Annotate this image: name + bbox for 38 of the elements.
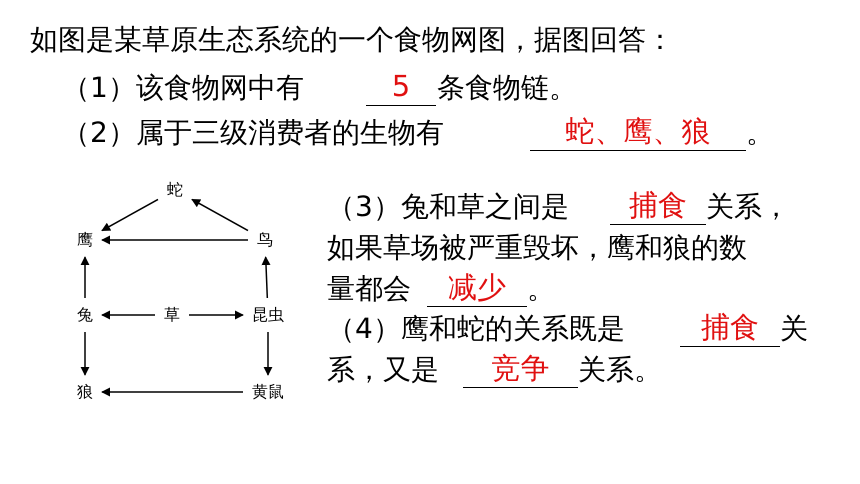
organism-label: 兔 [74, 305, 96, 325]
organism-label: 鸟 [254, 230, 276, 250]
question-text: 。 [527, 272, 555, 306]
answer-blank: 蛇、鹰、狼 [530, 116, 746, 151]
question-text: 量都会 [327, 272, 411, 306]
arrow [189, 310, 244, 320]
organism-label: 鹰 [74, 230, 96, 250]
organism-label: 狼 [74, 382, 96, 402]
question-text: 关系， [706, 190, 790, 224]
answer-blank: 5 [366, 71, 436, 106]
question-text: 条食物链。 [437, 71, 577, 105]
question-text: 系，又是 [327, 353, 439, 387]
arrow [101, 236, 248, 244]
organism-label: 蛇 [164, 180, 186, 200]
arrow [80, 332, 90, 376]
arrow [101, 388, 243, 396]
arrow [191, 198, 248, 232]
arrow [101, 198, 158, 232]
question-text: （2）属于三级消费者的生物有 [62, 116, 444, 150]
question-text: （1）该食物网中有 [62, 71, 304, 105]
arrow [264, 332, 272, 376]
question-text: 。 [746, 116, 774, 150]
organism-label: 昆虫 [249, 305, 287, 325]
answer-blank: 竞争 [463, 353, 578, 388]
answer-blank: 减少 [427, 272, 527, 307]
arrow [262, 256, 270, 298]
question-text: 如果草场被严重毁坏，鹰和狼的数 [327, 231, 747, 265]
answer-blank: 捕食 [610, 190, 706, 225]
organism-label: 草 [161, 305, 183, 325]
question-text: 如图是某草原生态系统的一个食物网图，据图回答： [30, 23, 674, 57]
question-text: 关 [780, 312, 808, 346]
arrow [101, 310, 155, 320]
question-text: （3）兔和草之间是 [327, 190, 569, 224]
answer-blank: 捕食 [680, 312, 780, 347]
arrow [80, 256, 90, 298]
question-text: 关系。 [578, 353, 662, 387]
organism-label: 黄鼠 [249, 382, 287, 402]
question-text: （4）鹰和蛇的关系既是 [327, 312, 625, 346]
